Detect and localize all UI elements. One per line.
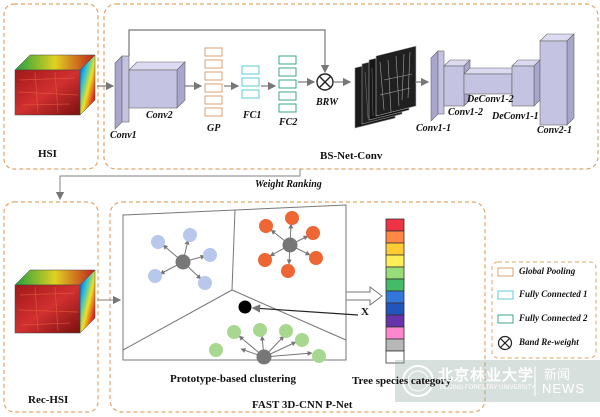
- category-cell: [385, 278, 405, 292]
- legend-fc1-swatch: [497, 290, 514, 300]
- legend-fc2-label: Fully Connected 2: [519, 313, 588, 323]
- legend-frame: [491, 261, 597, 359]
- p-net-label: FAST 3D-CNN P-Net: [252, 399, 353, 411]
- skip-connection: [128, 29, 330, 74]
- green-cluster: [209, 323, 326, 365]
- prototype-clustering-label: Prototype-based clustering: [170, 373, 296, 385]
- category-cell: [385, 254, 405, 268]
- conv2-1-label: Conv2-1: [537, 125, 572, 136]
- conv1-1-block: [430, 50, 445, 122]
- conv1-label: Conv1: [110, 130, 137, 141]
- category-cell: [385, 302, 405, 316]
- category-cell: [385, 350, 405, 364]
- p-net-frame: [109, 201, 486, 413]
- category-cell: [385, 242, 405, 256]
- category-cell: [385, 314, 405, 328]
- conv1-1-label: Conv1-1: [416, 123, 451, 134]
- conv2-label: Conv2: [146, 110, 173, 121]
- fc1-stack: [241, 65, 260, 99]
- tree-species-label: Tree species category: [352, 375, 452, 387]
- feature-maps: [354, 45, 417, 129]
- brw-label: BRW: [316, 97, 339, 108]
- watermark-school: 北京林业大学: [438, 367, 535, 384]
- legend-fc1-label: Fully Connected 1: [519, 289, 588, 299]
- category-cell: [385, 230, 405, 244]
- deconv1-1-block: [511, 59, 541, 107]
- weight-ranking-label: Weight Ranking: [255, 179, 322, 190]
- brw-symbol: [316, 73, 334, 91]
- category-cell: [385, 338, 405, 352]
- watermark-school-en: BEIJING FORESTRY UNIVERSITY: [440, 385, 536, 391]
- fc2-label: FC2: [279, 117, 298, 128]
- conv1-block: [114, 55, 130, 130]
- rec-hsi-frame: [3, 201, 99, 413]
- blue-cluster: [148, 228, 217, 290]
- category-bar: [385, 218, 405, 364]
- gp-label: GP: [207, 123, 221, 134]
- category-cell: [385, 266, 405, 280]
- fc2-stack: [278, 55, 297, 113]
- bs-net-conv-label: BS-Net-Conv: [320, 150, 383, 162]
- conv2-block: [128, 61, 186, 109]
- hsi-cube: [14, 54, 96, 116]
- legend-brw-icon: [497, 335, 513, 351]
- weight-ranking-path: [55, 169, 301, 201]
- rec-hsi-label: Rec-HSI: [28, 394, 69, 406]
- conv2-1-block: [539, 33, 575, 126]
- x-label: X: [361, 306, 369, 318]
- query-point: [238, 300, 252, 314]
- hsi-label: HSI: [38, 148, 57, 160]
- rec-hsi-cube: [14, 269, 96, 334]
- legend-fc2-swatch: [497, 314, 514, 324]
- legend-gp-swatch: [497, 267, 514, 277]
- watermark-news-en: NEWS: [542, 381, 585, 396]
- category-cell: [385, 218, 405, 232]
- watermark: [395, 360, 600, 402]
- category-cell: [385, 326, 405, 340]
- watermark-news-cn: 新闻: [544, 367, 571, 382]
- fc1-label: FC1: [243, 110, 262, 121]
- deconv1-2-label: DeConv1-2: [467, 94, 514, 105]
- query-arrow: [251, 304, 359, 316]
- deconv1-2-block: [463, 67, 519, 95]
- conv1-2-label: Conv1-2: [448, 107, 483, 118]
- legend-brw-label: Band Re-weight: [519, 337, 579, 347]
- gp-stack: [204, 47, 223, 117]
- arrow-to-categories: [345, 286, 383, 306]
- orange-cluster: [258, 211, 323, 278]
- category-cell: [385, 290, 405, 304]
- legend-gp-label: Global Pooling: [519, 266, 576, 276]
- deconv1-1-label: DeConv1-1: [492, 111, 539, 122]
